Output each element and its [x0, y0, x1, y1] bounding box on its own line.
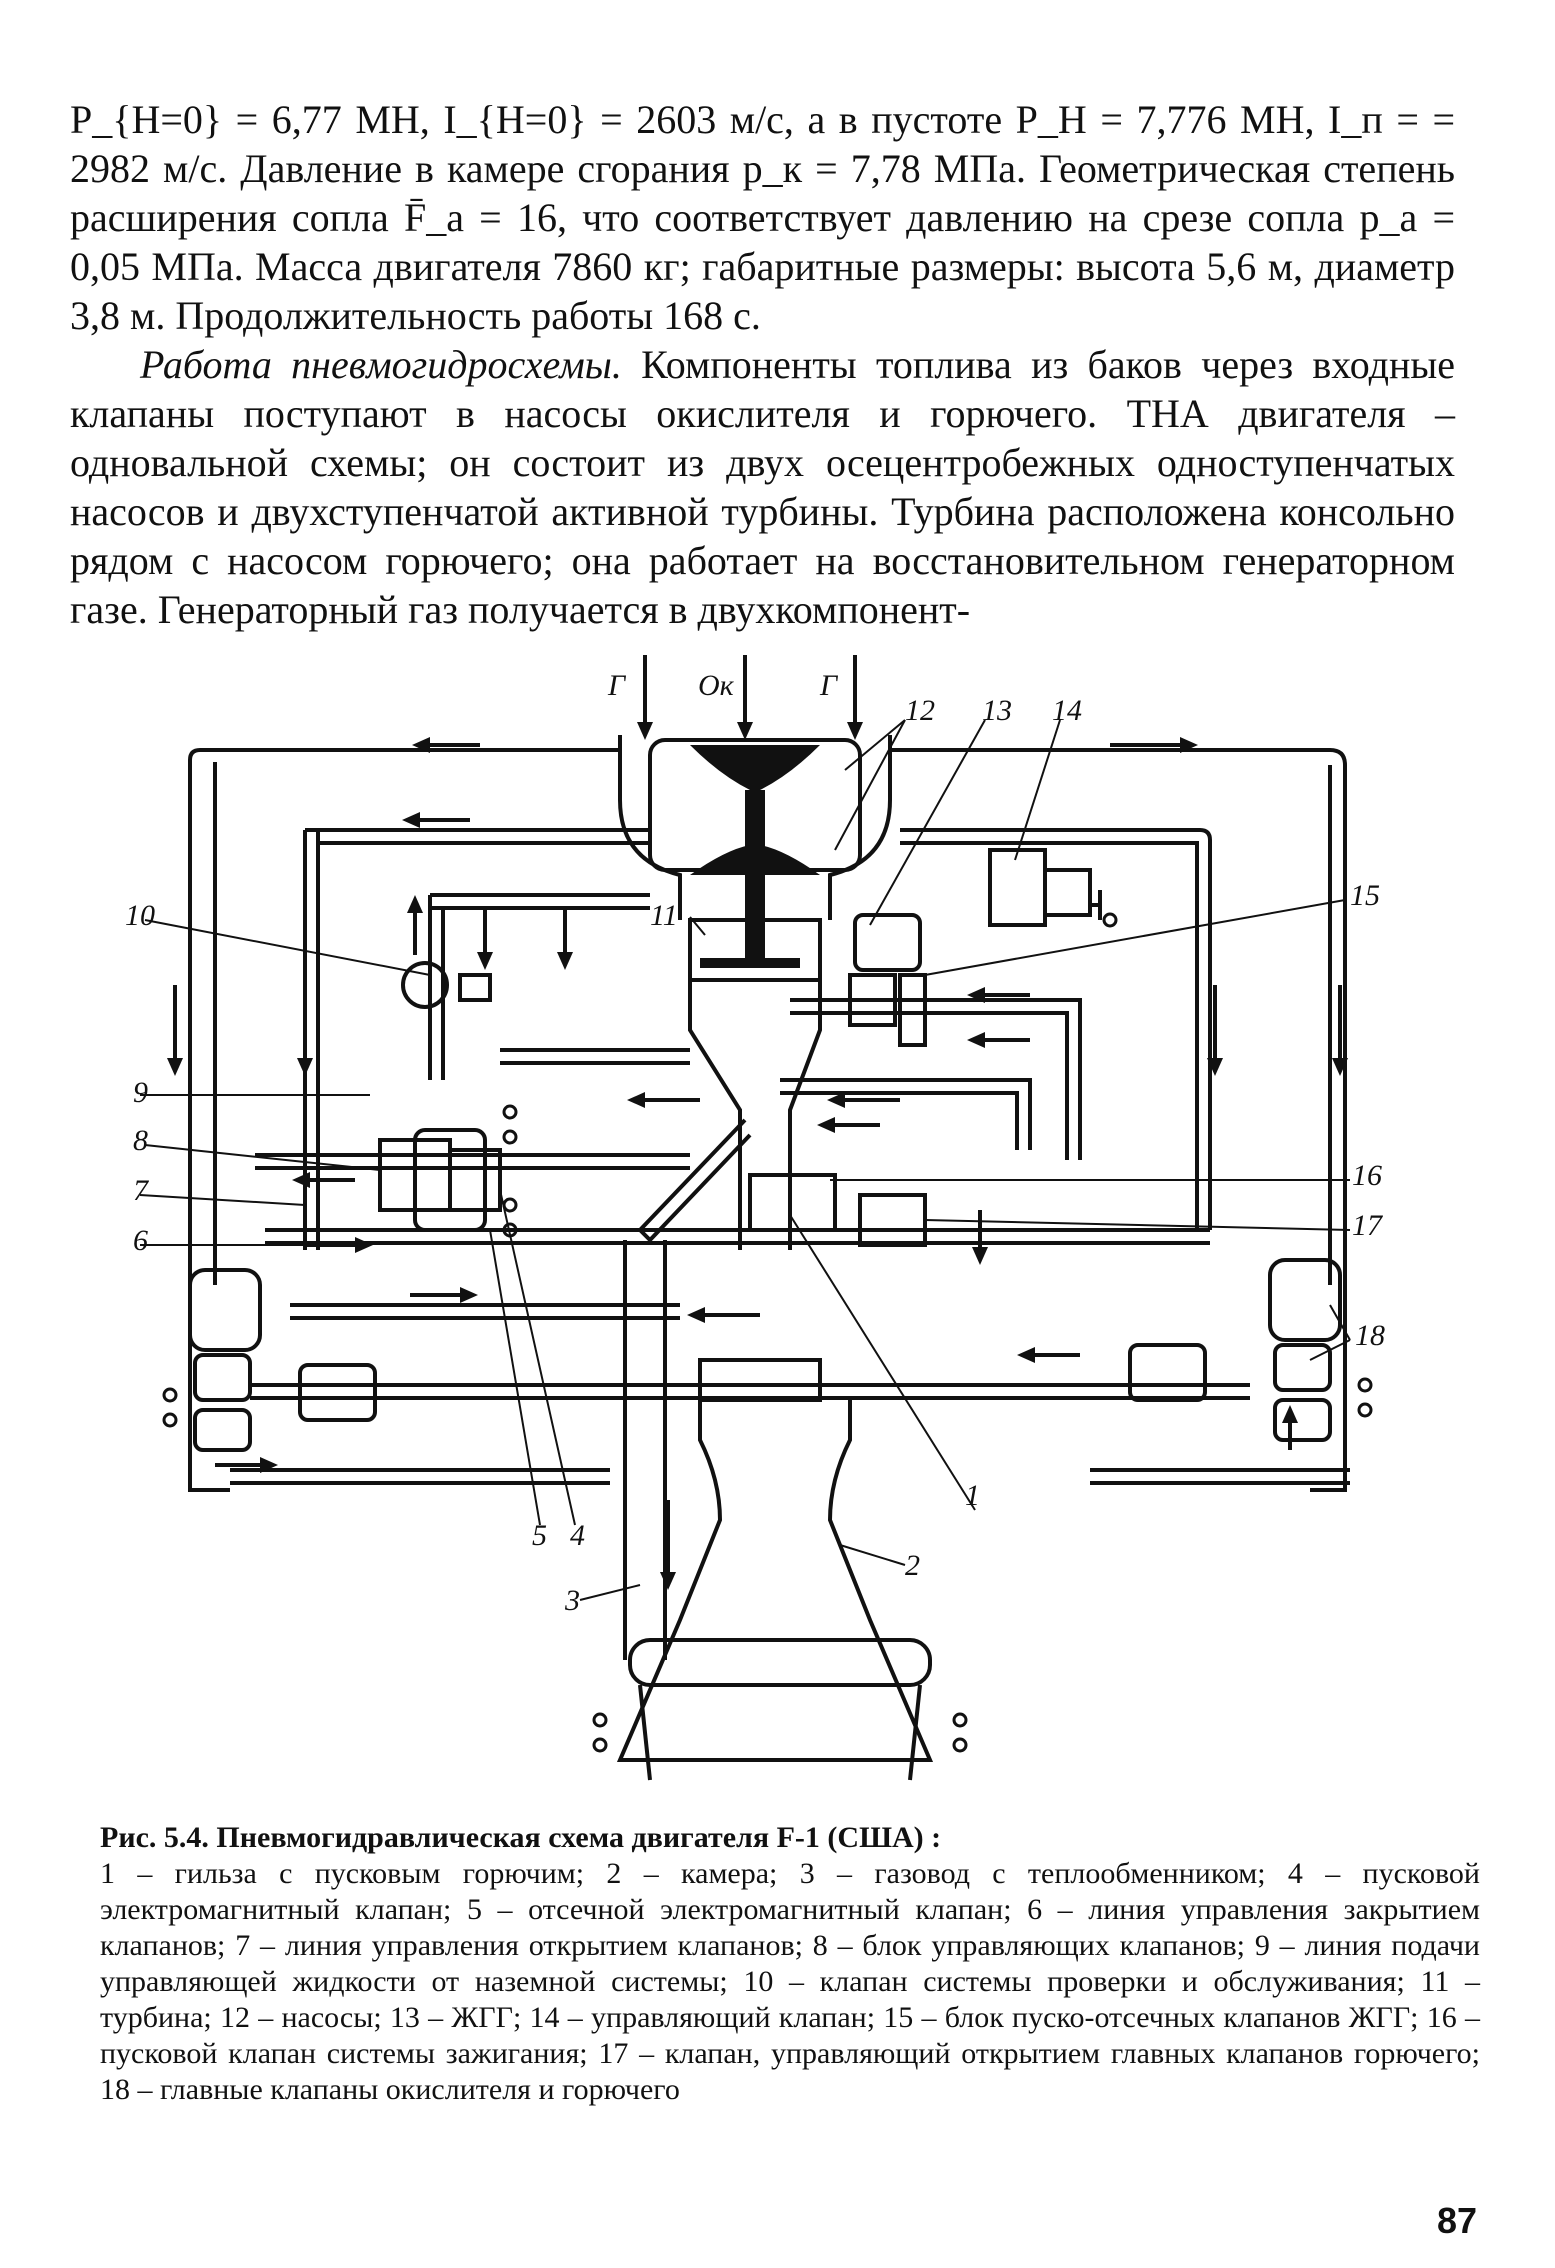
callout-12: 12: [905, 694, 935, 727]
figure-caption: Рис. 5.4. Пневмогидравлическая схема дви…: [100, 1820, 1480, 2108]
run-in-heading: Работа пневмогидросхемы.: [140, 342, 622, 387]
caption-legend: 1 – гильза с пусковым горючим; 2 – камер…: [100, 1857, 1480, 2106]
paragraph-text: Компоненты топлива из баков через входны…: [70, 342, 1455, 632]
callout-9: 9: [133, 1076, 148, 1109]
inlet-label-fuel-left: Г: [607, 669, 627, 702]
callout-2: 2: [905, 1549, 920, 1582]
callout-16: 16: [1352, 1159, 1382, 1192]
inlet-label-oxidizer: Ок: [698, 669, 735, 702]
callout-15: 15: [1350, 879, 1380, 912]
callout-14: 14: [1052, 694, 1082, 727]
callout-8: 8: [133, 1124, 148, 1157]
callout-7: 7: [133, 1174, 150, 1207]
callout-5: 5: [532, 1519, 547, 1552]
paragraph-pneumohydraulic: Работа пневмогидросхемы. Компоненты топл…: [70, 340, 1455, 634]
body-text: P_{H=0} = 6,77 МН, I_{H=0} = 2603 м/с, а…: [70, 95, 1455, 634]
callout-3: 3: [564, 1584, 580, 1617]
callout-13: 13: [982, 694, 1012, 727]
callout-1: 1: [965, 1479, 980, 1512]
callout-4: 4: [570, 1519, 585, 1552]
caption-title: Рис. 5.4. Пневмогидравлическая схема дви…: [100, 1821, 942, 1854]
callout-11: 11: [650, 899, 678, 932]
paragraph-specs: P_{H=0} = 6,77 МН, I_{H=0} = 2603 м/с, а…: [70, 97, 1455, 338]
page-number: 87: [1436, 2200, 1477, 2241]
callout-6: 6: [133, 1224, 148, 1257]
callout-18: 18: [1355, 1319, 1385, 1352]
inlet-label-fuel-right: Г: [819, 669, 839, 702]
callout-17: 17: [1352, 1209, 1384, 1242]
callout-10: 10: [125, 899, 155, 932]
